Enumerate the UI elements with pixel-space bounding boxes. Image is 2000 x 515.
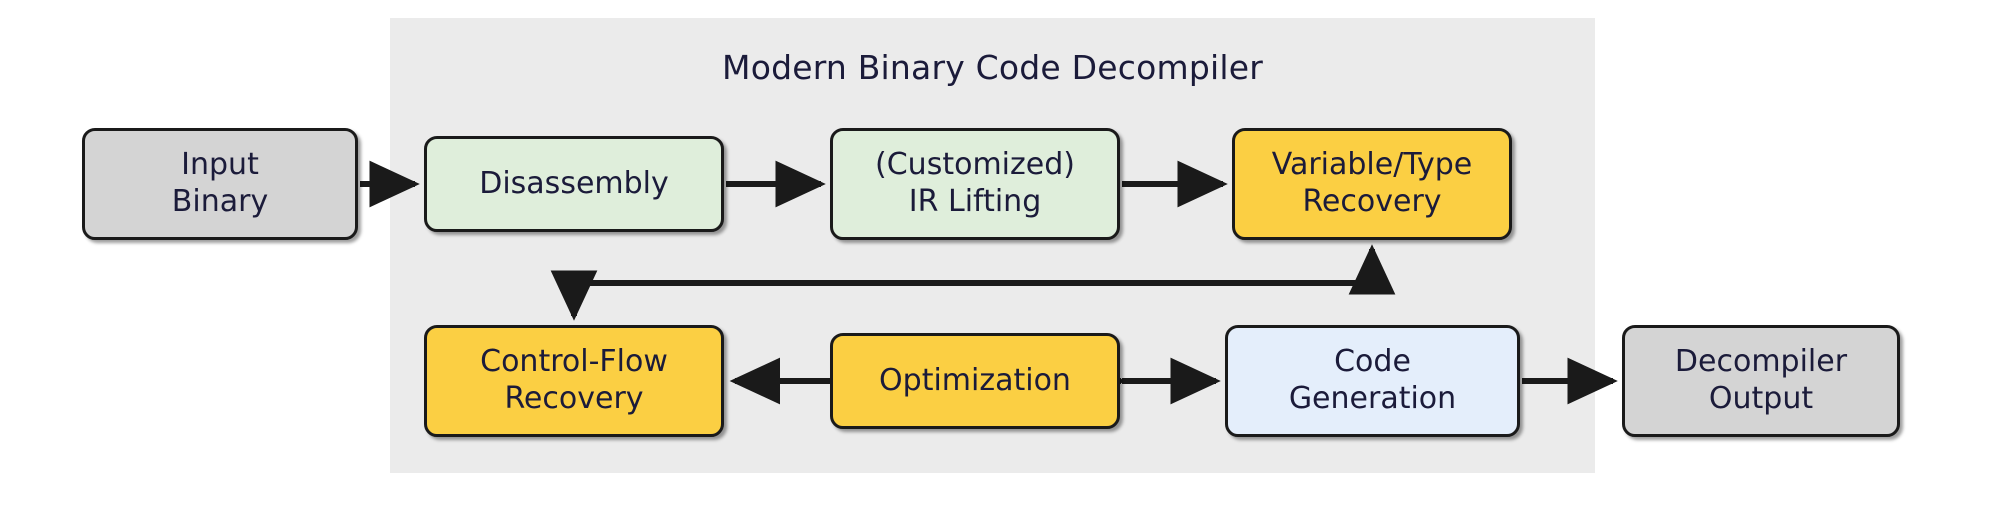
node-ir-lifting[interactable]: (Customized) IR Lifting <box>830 128 1120 240</box>
node-input-binary[interactable]: Input Binary <box>82 128 358 240</box>
node-control-flow-recovery-label: Control-Flow Recovery <box>480 344 668 416</box>
node-optimization[interactable]: Optimization <box>830 333 1120 429</box>
node-code-generation-label: Code Generation <box>1288 344 1457 416</box>
node-decompiler-output[interactable]: Decompiler Output <box>1622 325 1900 437</box>
node-decompiler-output-label: Decompiler Output <box>1674 344 1848 416</box>
node-input-binary-label: Input Binary <box>171 147 269 219</box>
node-optimization-label: Optimization <box>879 362 1071 398</box>
node-variable-type-recovery-label: Variable/Type Recovery <box>1271 147 1473 219</box>
page-title: Modern Binary Code Decompiler <box>722 48 1263 87</box>
node-disassembly-label: Disassembly <box>479 165 669 201</box>
node-code-generation[interactable]: Code Generation <box>1225 325 1520 437</box>
node-variable-type-recovery[interactable]: Variable/Type Recovery <box>1232 128 1512 240</box>
node-ir-lifting-label: (Customized) IR Lifting <box>875 147 1075 219</box>
node-control-flow-recovery[interactable]: Control-Flow Recovery <box>424 325 724 437</box>
node-disassembly[interactable]: Disassembly <box>424 136 724 232</box>
